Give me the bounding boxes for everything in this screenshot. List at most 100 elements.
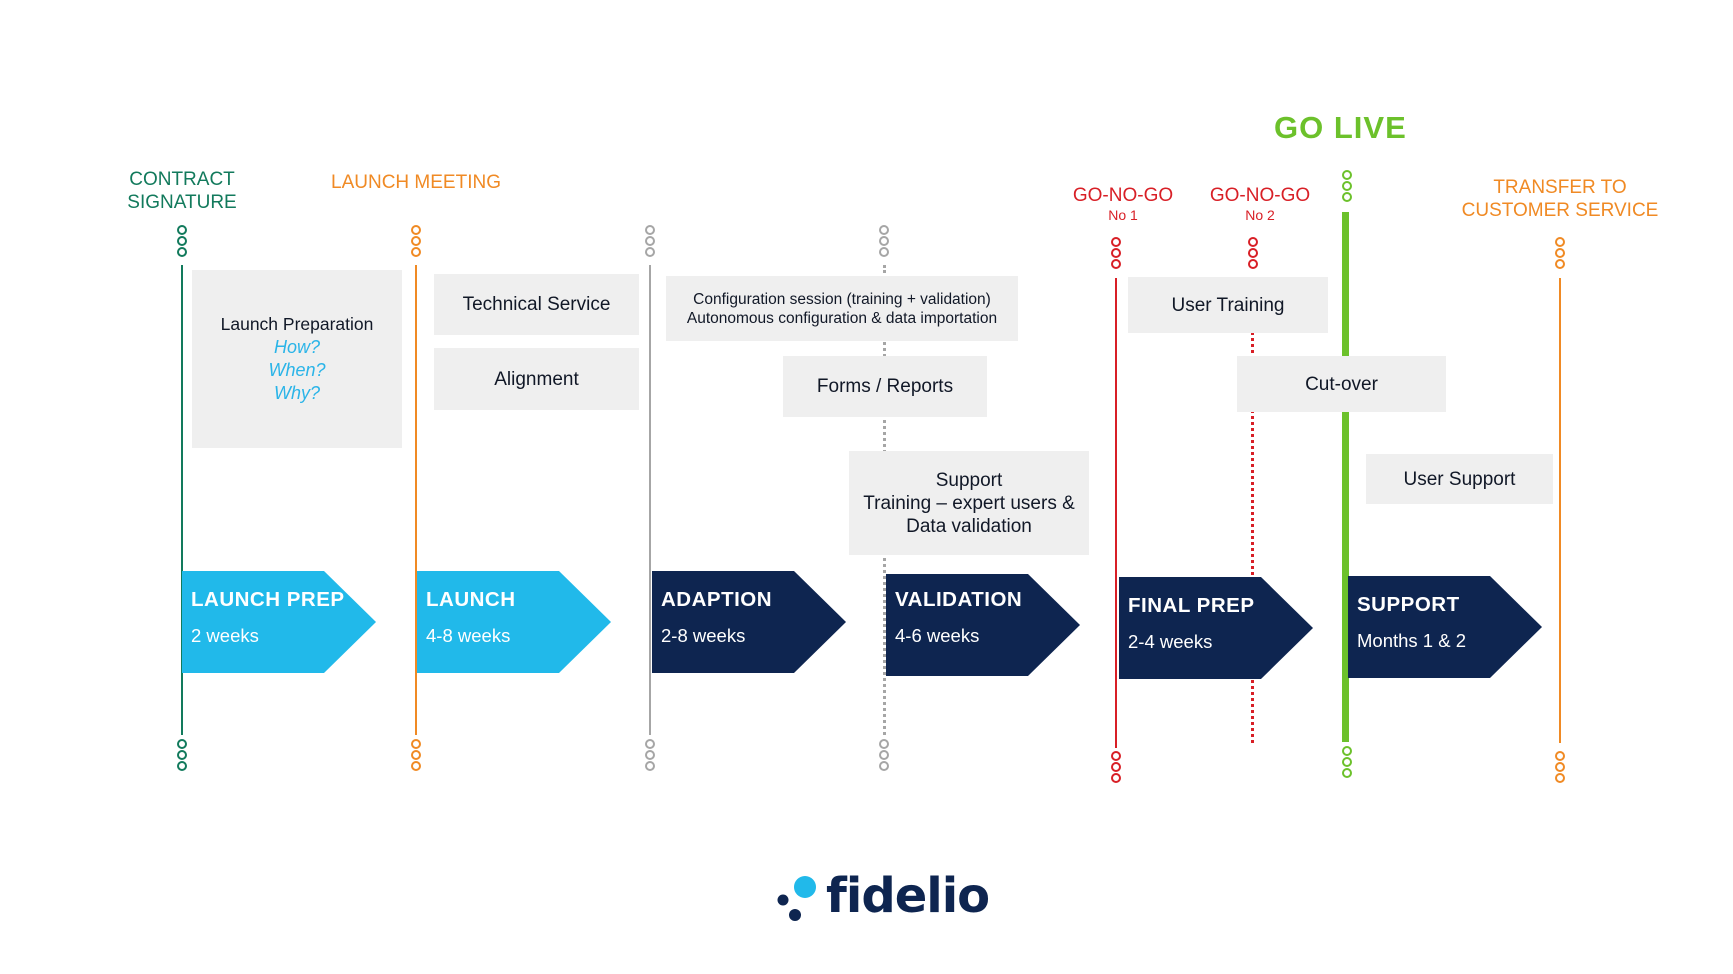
box-launch-preparation-when: When? <box>268 360 326 380</box>
dot <box>879 739 889 749</box>
timeline-line-launch <box>415 265 417 735</box>
timeline-line-transfer <box>1559 278 1561 743</box>
fidelio-dots-icon <box>777 876 816 921</box>
phase-arrow-adaption: ADAPTION 2-8 weeks <box>652 571 846 673</box>
dots-go-no-go-1-top <box>1111 237 1121 269</box>
dots-launch-bottom <box>411 739 421 771</box>
dot <box>1555 248 1565 258</box>
dot <box>1111 762 1121 772</box>
phase-arrow-final-prep: FINAL PREP 2-4 weeks <box>1119 577 1313 679</box>
phase-duration: 4-6 weeks <box>895 625 980 646</box>
timeline-line-adaption <box>649 265 651 735</box>
dot <box>1342 181 1352 191</box>
box-alignment: Alignment <box>434 348 639 410</box>
phase-arrow-validation: VALIDATION 4-6 weeks <box>886 574 1080 676</box>
dot <box>879 225 889 235</box>
dot <box>1111 773 1121 783</box>
dot <box>879 247 889 257</box>
box-user-support-title: User Support <box>1403 468 1516 490</box>
dot <box>1248 248 1258 258</box>
milestone-transfer-line2: CUSTOMER SERVICE <box>1461 200 1659 221</box>
dot <box>177 236 187 246</box>
box-alignment-title: Alignment <box>494 368 579 390</box>
phase-text: FINAL PREP 2-4 weeks <box>1128 594 1255 653</box>
dot <box>645 739 655 749</box>
box-cut-over: Cut-over <box>1237 356 1446 412</box>
phase-duration: 2-8 weeks <box>661 625 746 646</box>
box-technical-service: Technical Service <box>434 274 639 335</box>
dot <box>1248 259 1258 269</box>
box-support-training-line2: Training – expert users & <box>863 492 1075 514</box>
milestone-launch-meeting: LAUNCH MEETING <box>326 171 506 194</box>
box-configuration-line2: Autonomous configuration & data importat… <box>686 309 998 327</box>
dot <box>411 236 421 246</box>
milestone-go-no-go-1-label: GO-NO-GO <box>1072 185 1174 206</box>
dot <box>411 225 421 235</box>
dot <box>1342 768 1352 778</box>
milestone-transfer-line1: TRANSFER TO <box>1493 177 1627 198</box>
dots-contract-bottom <box>177 739 187 771</box>
dots-go-no-go-2-top <box>1248 237 1258 269</box>
dot <box>1342 170 1352 180</box>
dot <box>645 750 655 760</box>
dots-validation-bottom <box>879 739 889 771</box>
dot <box>1342 757 1352 767</box>
milestone-contract-signature-line1: CONTRACT <box>129 169 235 190</box>
dot <box>1111 751 1121 761</box>
box-configuration: Configuration session (training + valida… <box>666 276 1018 341</box>
dot <box>411 761 421 771</box>
dot <box>411 247 421 257</box>
dots-go-live-bottom <box>1342 746 1352 778</box>
box-support-training-line1: Support <box>935 469 1003 491</box>
milestone-launch-meeting-label: LAUNCH MEETING <box>331 172 501 193</box>
dots-transfer-bottom <box>1555 751 1565 783</box>
phase-arrow-shape <box>182 571 376 673</box>
dot <box>177 739 187 749</box>
phase-text: ADAPTION 2-8 weeks <box>661 588 772 647</box>
dots-launch-top <box>411 225 421 257</box>
dot <box>1111 248 1121 258</box>
phase-arrow-launch-prep: LAUNCH PREP 2 weeks <box>182 571 376 673</box>
phase-arrow-shape <box>652 571 846 673</box>
dot <box>1555 762 1565 772</box>
box-technical-service-title: Technical Service <box>462 294 611 315</box>
phase-duration: Months 1 & 2 <box>1357 630 1467 651</box>
milestone-contract-signature-line2: SIGNATURE <box>127 192 237 213</box>
dot <box>879 236 889 246</box>
dots-adaption-top <box>645 225 655 257</box>
milestone-transfer: TRANSFER TO CUSTOMER SERVICE <box>1450 176 1670 222</box>
phase-arrow-shape <box>886 574 1080 676</box>
phase-duration: 4-8 weeks <box>426 625 511 646</box>
box-forms-reports: Forms / Reports <box>783 356 987 417</box>
milestone-go-live: GO LIVE <box>1274 110 1407 145</box>
dot <box>645 761 655 771</box>
phase-arrow-support: SUPPORT Months 1 & 2 <box>1348 576 1542 678</box>
timeline-line-contract <box>181 265 183 735</box>
dot <box>177 225 187 235</box>
dots-contract-top <box>177 225 187 257</box>
dot <box>1555 773 1565 783</box>
phase-text: SUPPORT Months 1 & 2 <box>1357 593 1466 652</box>
dot <box>1111 237 1121 247</box>
phase-arrow-shape <box>417 571 611 673</box>
dot <box>879 750 889 760</box>
dots-go-live-top <box>1342 170 1352 202</box>
phase-text: LAUNCH 4-8 weeks <box>426 588 516 647</box>
dots-validation-top <box>879 225 889 257</box>
dot <box>645 225 655 235</box>
dot <box>1342 192 1352 202</box>
phase-name: LAUNCH PREP <box>191 588 345 611</box>
dot <box>177 247 187 257</box>
phase-arrow-shape <box>1119 577 1313 679</box>
box-cut-over-title: Cut-over <box>1305 373 1378 395</box>
timeline-line-go-no-go-2 <box>1251 278 1254 743</box>
dot <box>879 761 889 771</box>
phase-text: VALIDATION 4-6 weeks <box>895 588 1022 647</box>
dot <box>1555 259 1565 269</box>
box-user-training-title: User Training <box>1171 294 1285 316</box>
phase-name: ADAPTION <box>661 588 773 611</box>
phase-arrow-launch: LAUNCH 4-8 weeks <box>417 571 611 673</box>
dots-transfer-top <box>1555 237 1565 269</box>
milestone-go-no-go-2-label: GO-NO-GO <box>1209 185 1311 206</box>
timeline-line-go-live <box>1342 212 1349 742</box>
